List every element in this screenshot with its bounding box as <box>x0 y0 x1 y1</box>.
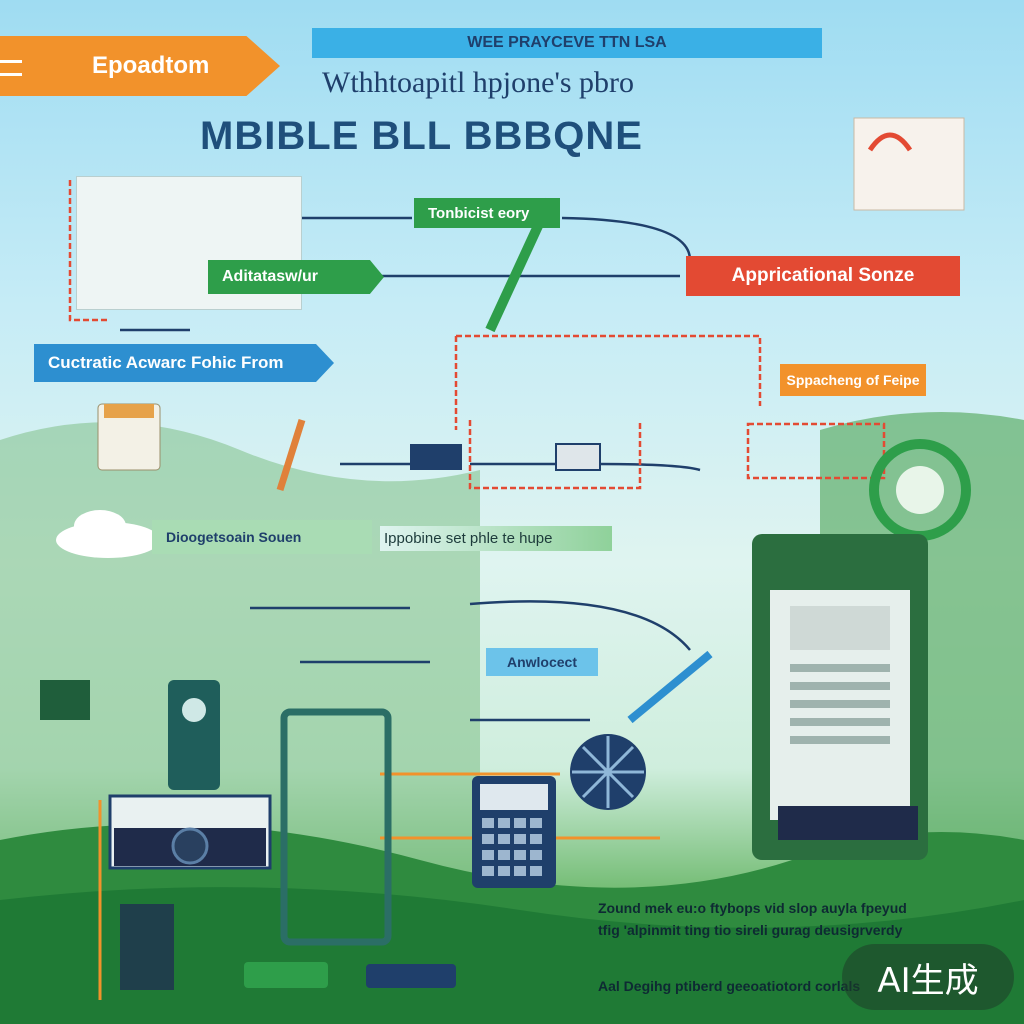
menu-icon <box>0 60 22 76</box>
footer-line-2: tfig 'alpinmit ting tio sireli gurag deu… <box>598 922 903 938</box>
label-dioogetsoain: Dioogetsoain Souen <box>152 520 372 554</box>
watermark-badge: AI生成 <box>842 944 1014 1010</box>
top-ribbon: WEE PRAYCEVE TTN LSA <box>312 28 822 58</box>
subtitle: Wthhtoapitl hpjone's pbro <box>322 66 635 99</box>
label-sppacheng: Sppacheng of Feipe <box>780 364 926 396</box>
main-title: MBIBLE BLL BBBQNE <box>200 114 643 158</box>
footer-line-1: Zound mek eu:o ftybops vid slop auyla fp… <box>598 900 907 916</box>
label-tonbicist: Tonbicist eory <box>414 198 560 228</box>
footer-line-3: Aal Degihg ptiberd geeoatiotord corlals <box>598 978 861 994</box>
label-aditatas: Aditatasw/ur <box>208 260 384 294</box>
label-ppobine: Ippobine set phle te hupe <box>380 526 613 551</box>
label-anwlocect: Anwlocect <box>486 648 598 676</box>
header-tag: Epoadtom <box>0 36 280 96</box>
label-appricational: Appricational Sonze <box>686 256 960 296</box>
label-cuctratic: Cuctratic Acwarc Fohic From <box>34 344 334 382</box>
